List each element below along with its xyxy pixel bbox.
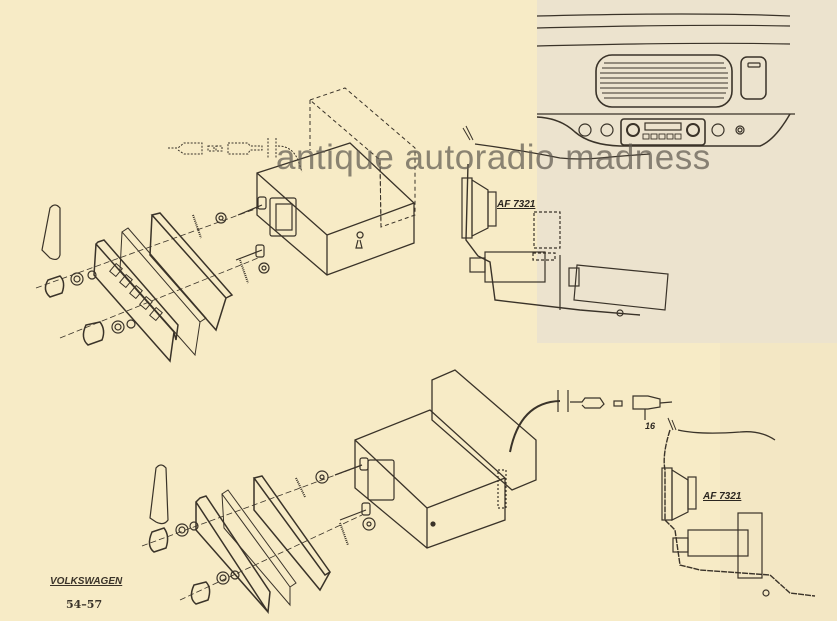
dashboard-inset-panel xyxy=(537,0,837,343)
bottom-side-view xyxy=(661,417,816,597)
top-side-view xyxy=(461,125,669,317)
bottom-speaker-label: AF 7321 xyxy=(703,491,742,502)
bottom-exploded-radio xyxy=(141,369,673,615)
faded-background-panel xyxy=(720,343,837,621)
watermark-text: antique autoradio madness xyxy=(276,138,711,177)
dashboard-illustration xyxy=(536,13,795,147)
connector-callout-16: 16 xyxy=(645,421,656,431)
brand-label: VOLKSWAGEN xyxy=(50,576,123,587)
model-years: 54–57 xyxy=(66,598,103,611)
top-speaker-label: AF 7321 xyxy=(497,199,536,210)
top-exploded-radio xyxy=(35,87,416,363)
